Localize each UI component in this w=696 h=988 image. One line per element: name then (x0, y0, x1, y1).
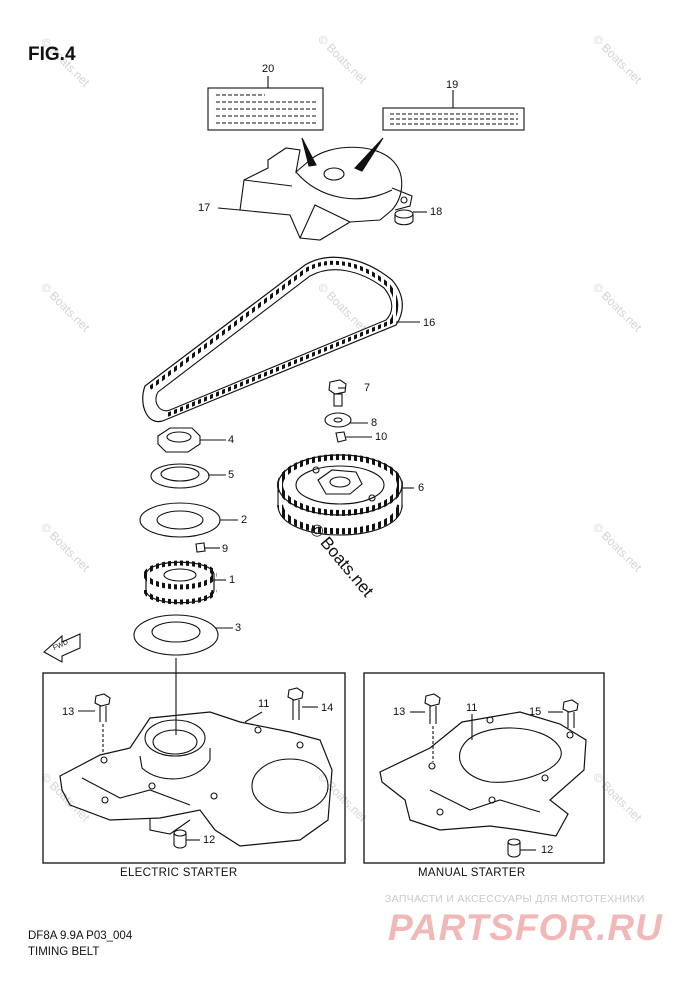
bolt (94, 693, 111, 722)
grommet (394, 209, 414, 226)
label-sticker-20 (207, 76, 324, 131)
washer (150, 463, 210, 489)
washer (324, 412, 352, 428)
figure-title: FIG.4 (28, 44, 76, 65)
bolt (424, 693, 441, 724)
part-number: 12 (203, 834, 216, 846)
key (335, 431, 347, 443)
part-number: 10 (375, 431, 388, 443)
part-number: 4 (228, 434, 235, 446)
manual-starter-box (363, 672, 605, 864)
caption-electric-starter: ELECTRIC STARTER (120, 867, 238, 879)
part-number: 14 (321, 702, 334, 714)
diagram-model-code: DF8A 9.9A P03_004 (28, 930, 133, 942)
label-sticker-19 (382, 90, 525, 131)
camshaft-sprocket (277, 454, 403, 536)
part-number: 19 (446, 79, 459, 91)
dowel-pin (507, 838, 521, 858)
part-number: 8 (371, 417, 378, 429)
part-number: 7 (364, 382, 371, 394)
crankshaft-sprocket (143, 560, 217, 605)
part-number: 15 (529, 706, 542, 718)
arrow-pointer (354, 137, 384, 172)
brand-subtitle: ЗАПЧАСТИ И АКСЕССУАРЫ ДЛЯ МОТОТЕХНИКИ (385, 893, 645, 905)
dowel-pin (173, 829, 187, 849)
bolt (287, 687, 304, 720)
fwd-arrow-icon (43, 633, 81, 663)
bolt (328, 379, 347, 407)
part-number: 18 (430, 206, 443, 218)
part-number: 11 (258, 698, 270, 710)
timing-belt (142, 256, 403, 423)
part-number: 12 (541, 844, 554, 856)
arrow-pointer (301, 137, 317, 167)
part-number: 13 (62, 706, 75, 718)
electric-starter-box (42, 672, 346, 864)
part-number: 9 (222, 543, 229, 555)
bolt (562, 699, 579, 728)
part-number: 6 (418, 482, 425, 494)
guide-plate (133, 614, 219, 656)
part-number: 2 (241, 514, 248, 526)
key (195, 542, 206, 553)
part-number: 5 (228, 469, 235, 481)
housing-plate-electric (59, 711, 333, 847)
part-number: 3 (235, 622, 242, 634)
guide-plate (139, 502, 221, 538)
brand-logo: PARTSFOR.RU (388, 907, 663, 948)
part-number: 13 (393, 706, 406, 718)
caption-manual-starter: MANUAL STARTER (418, 867, 526, 879)
nut (157, 427, 201, 453)
housing-plate-manual (379, 711, 587, 837)
part-number: 11 (466, 702, 478, 714)
part-number: 1 (229, 574, 236, 586)
part-number: 17 (198, 202, 211, 214)
part-number: 16 (423, 317, 436, 329)
diagram-name: TIMING BELT (28, 946, 100, 958)
part-number: 20 (262, 63, 275, 75)
belt-cover (239, 146, 413, 241)
